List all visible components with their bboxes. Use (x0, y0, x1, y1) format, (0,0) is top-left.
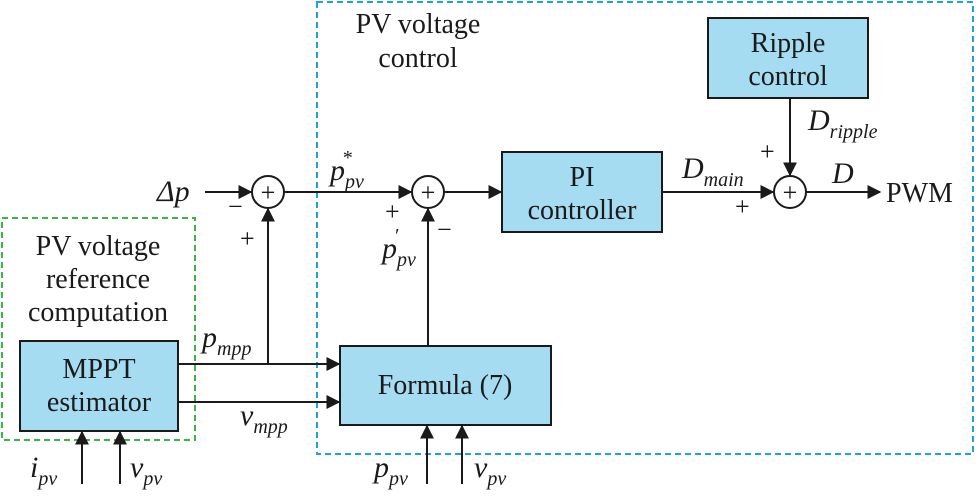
ripple-label-line2: control (748, 61, 828, 92)
delta-p-label: Δp (156, 175, 190, 208)
formula-label: Formula (7) (378, 370, 513, 401)
summing-junction-3: + (773, 175, 807, 209)
p-pv-prime-label: ppv′ (380, 225, 416, 271)
summing-junction-1: + (251, 175, 285, 209)
v-mpp-label: vmpp (240, 399, 288, 438)
p-pv-star-label: ppv* (328, 147, 364, 193)
p-pv-input-label: ppv (372, 451, 408, 490)
pwm-label: PWM (886, 178, 953, 209)
sum3-left-sign: + (735, 192, 750, 221)
d-output-label: D (831, 157, 854, 190)
sum1-plus-symbol: + (261, 178, 276, 207)
summing-junction-2: + (411, 175, 445, 209)
formula-block: Formula (7) (339, 345, 552, 426)
mppt-label-line1: MPPT (62, 354, 135, 385)
reference-computation-title-line2: reference (46, 264, 150, 295)
mppt-label-line2: estimator (47, 387, 152, 418)
pi-controller-block: PI controller (501, 151, 663, 233)
d-main-label: Dmain (681, 152, 744, 191)
pv-voltage-control-region (316, 1, 974, 455)
p-mpp-label: pmpp (200, 321, 251, 360)
pi-label-line2: controller (528, 195, 638, 226)
sum1-bottom-sign: + (240, 224, 255, 253)
v-pv-input-left-label: vpv (130, 451, 162, 490)
sum2-plus-symbol: + (421, 178, 436, 207)
pv-voltage-control-title-line1: PV voltage (356, 9, 481, 40)
v-pv-input-right-label: vpv (474, 451, 506, 490)
ripple-label-line1: Ripple (751, 28, 826, 59)
d-ripple-label: Dripple (807, 104, 878, 143)
sum3-top-sign: + (760, 137, 775, 166)
sum2-bottom-sign: − (437, 215, 452, 244)
pi-label-line1: PI (570, 162, 595, 193)
pv-voltage-control-title-line2: control (378, 43, 458, 74)
mppt-estimator-block: MPPT estimator (19, 340, 179, 432)
reference-computation-title-line3: computation (28, 297, 168, 328)
i-pv-input-label: ipv (30, 451, 57, 490)
sum2-left-sign: + (385, 197, 400, 226)
reference-computation-title-line1: PV voltage (36, 231, 161, 262)
reference-computation-region (1, 217, 196, 441)
sum1-left-sign: − (228, 192, 243, 221)
sum3-plus-symbol: + (783, 178, 798, 207)
ripple-control-block: Ripple control (707, 17, 869, 99)
